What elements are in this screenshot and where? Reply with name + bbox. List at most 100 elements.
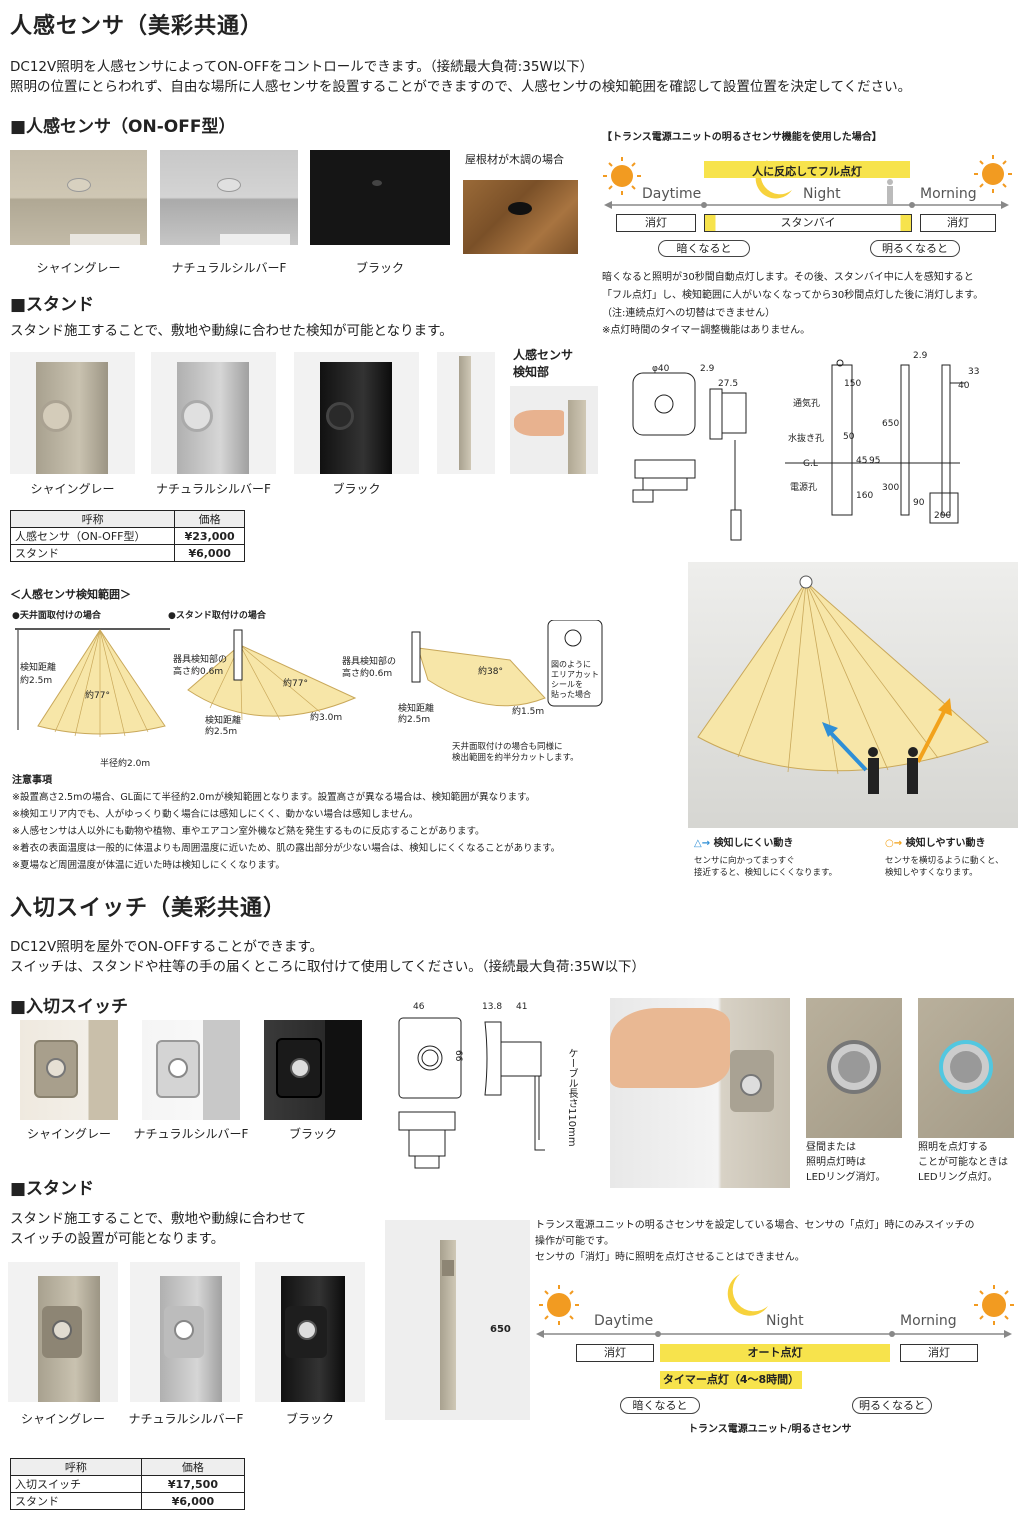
dim-label: 650 — [882, 419, 900, 429]
notes-heading: 注意事項 — [12, 775, 52, 786]
detect-photo — [510, 386, 598, 474]
sensor-intro-2: 照明の位置にとらわれず、自由な場所に人感センサを設置することができますので、人感… — [10, 79, 912, 95]
off-bar: 消灯 — [920, 214, 996, 232]
color-label: ナチュラルシルバーF — [128, 1412, 244, 1426]
switch-intro-1: DC12V照明を屋外でON-OFFすることができます。 — [10, 939, 324, 955]
dim-label: φ40 — [652, 364, 670, 374]
radius-label: 半径約2.0m — [100, 759, 151, 769]
dist-label: 検知距離約2.5m — [20, 663, 57, 686]
easy-motion-label: ○→ 検知しやすい動き — [885, 838, 986, 849]
angle-label: 約38° — [478, 667, 503, 677]
detection-range-diagram — [15, 620, 603, 737]
sensor-photo-wood — [463, 180, 578, 254]
sensor-timeline — [603, 155, 1012, 209]
dim-label: 90 — [913, 498, 925, 508]
morning-label: Morning — [920, 186, 977, 202]
switch-photo-silver — [142, 1020, 240, 1120]
sun-icon — [603, 157, 641, 195]
dim-label: 46 — [413, 1002, 425, 1012]
sun-icon — [974, 1285, 1014, 1325]
dim-label: 水抜き孔 — [788, 434, 825, 444]
cut-note: 図のようにエリアカットシールを貼った場合 — [551, 660, 599, 699]
switch-heading: ■入切スイッチ — [10, 997, 129, 1017]
dim-label: 650 — [490, 1324, 511, 1335]
timeline-heading: 【トランス電源ユニットの明るさセンサ機能を使用した場合】 — [602, 132, 882, 143]
dim-label: 2.9 — [700, 364, 715, 374]
distance-label: 約3.0m — [310, 713, 343, 723]
dim-label: 95 — [869, 456, 881, 466]
switch-stand-full-photo — [385, 1220, 530, 1420]
person-icon — [887, 179, 893, 204]
price-col-name: 呼称 — [9, 510, 176, 528]
morning-label: Morning — [900, 1313, 957, 1329]
cable-label: ケーブル長さ110mm — [566, 1048, 577, 1147]
sensor-price-table: 呼称価格 人感センサ（ON-OFF型）¥23,000 スタンド¥6,000 — [9, 510, 245, 562]
color-label: シャイングレー — [20, 1412, 105, 1426]
sun-icon — [539, 1285, 579, 1325]
dim-label: 2.9 — [913, 351, 928, 361]
bright-pill: 明るくなると — [852, 1397, 932, 1414]
ceiling-label: ●天井面取付けの場合 — [12, 611, 101, 621]
dim-label: 41 — [516, 1002, 528, 1012]
hard-motion-text: センサに向かってまっすぐ接近すると、検知しにくくなります。 — [694, 856, 838, 878]
height-label: 器具検知部の高さ約0.6m — [342, 657, 397, 679]
switch-stand-heading: ■スタンド — [10, 1179, 95, 1199]
dim-label: 40 — [958, 381, 970, 391]
dim-label: 66 — [453, 1050, 463, 1062]
timeline-note: ※点灯時間のタイマー調整機能はありません。 — [602, 325, 811, 336]
table-row: スタンド¥6,000 — [10, 1492, 246, 1510]
sensor-photo-silver — [160, 150, 298, 245]
off-bar: 消灯 — [900, 1344, 978, 1362]
distance-label: 検知距離約2.5m — [398, 704, 435, 725]
color-label: ブラック — [285, 1412, 334, 1426]
switch-stand-photo-silver — [130, 1262, 240, 1402]
stand-photo-silver — [151, 352, 276, 474]
switch-note: トランス電源ユニットの明るさセンサを設定している場合、センサの「点灯」時にのみス… — [535, 1220, 975, 1231]
dim-label: 150 — [844, 379, 862, 389]
height-label: 器具検知部の高さ約0.6m — [173, 655, 228, 677]
sun-icon — [974, 155, 1012, 193]
switch-timeline — [536, 1274, 1014, 1338]
hard-motion-label: △→ 検知しにくい動き — [694, 838, 794, 849]
stand-photo-grey — [10, 352, 135, 474]
range-heading: ＜人感センサ検知範囲＞ — [10, 588, 131, 601]
price-col-price: 価格 — [174, 510, 245, 528]
off-bar: 消灯 — [616, 214, 696, 232]
table-row: 人感センサ（ON-OFF型）¥23,000 — [9, 527, 245, 545]
stand-label: ●スタンド取付けの場合 — [168, 611, 266, 621]
table-row: 入切スイッチ¥17,500 — [10, 1475, 246, 1493]
price-col-name: 呼称 — [10, 1458, 142, 1476]
sensor-photo-black — [310, 150, 450, 245]
dim-label: 45 — [856, 456, 868, 466]
dim-label: G.L — [803, 459, 818, 469]
auto-bar: オート点灯 — [660, 1344, 890, 1362]
color-label: ブラック — [288, 1127, 337, 1141]
note: ※設置高さ2.5mの場合、GL面にて半径約2.0mが検知範囲となります。設置高さ… — [12, 792, 536, 803]
color-label: ナチュラルシルバーF — [156, 482, 271, 496]
bright-pill: 明るくなると — [870, 240, 960, 257]
dim-label: 300 — [882, 483, 900, 493]
switch-intro-2: スイッチは、スタンドや柱等の手の届くところに取付けて使用してください。（接続最大… — [10, 959, 646, 975]
dim-label: 27.5 — [718, 379, 739, 389]
half-note: 天井面取付けの場合も同様に検出範囲を約半分カットします。 — [452, 742, 579, 763]
switch-title: 入切スイッチ（美彩共通） — [10, 896, 287, 921]
moon-icon — [755, 160, 792, 199]
cone-illustration — [688, 562, 1018, 828]
timeline-note: 「フル点灯」し、検知範囲に人がいなくなってから30秒間点灯した後に消灯します。 — [602, 290, 984, 301]
table-row: スタンド¥6,000 — [9, 544, 245, 562]
off-bar: 消灯 — [576, 1344, 654, 1362]
switch-stand-text: スタンド施工することで、敷地や動線に合わせて — [10, 1211, 307, 1227]
timeline-caption: トランス電源ユニット/明るさセンサ — [688, 1424, 852, 1435]
react-label: 人に反応してフル点灯 — [752, 165, 862, 178]
note: ※着衣の表面温度は一般的に体温よりも周囲温度に近いため、肌の露出部分が少ない場合… — [12, 843, 561, 854]
dim-label: 通気孔 — [793, 399, 821, 409]
detect-label: 人感センサ検知部 — [513, 348, 574, 379]
sensor-photo-grey — [10, 150, 147, 245]
standby-bar: スタンバイ — [704, 214, 912, 232]
orange-arrow-icon: ○→ — [885, 838, 903, 849]
switch-photo-black — [264, 1020, 362, 1120]
switch-stand-photo-black — [255, 1262, 365, 1402]
night-label: Night — [766, 1313, 804, 1329]
